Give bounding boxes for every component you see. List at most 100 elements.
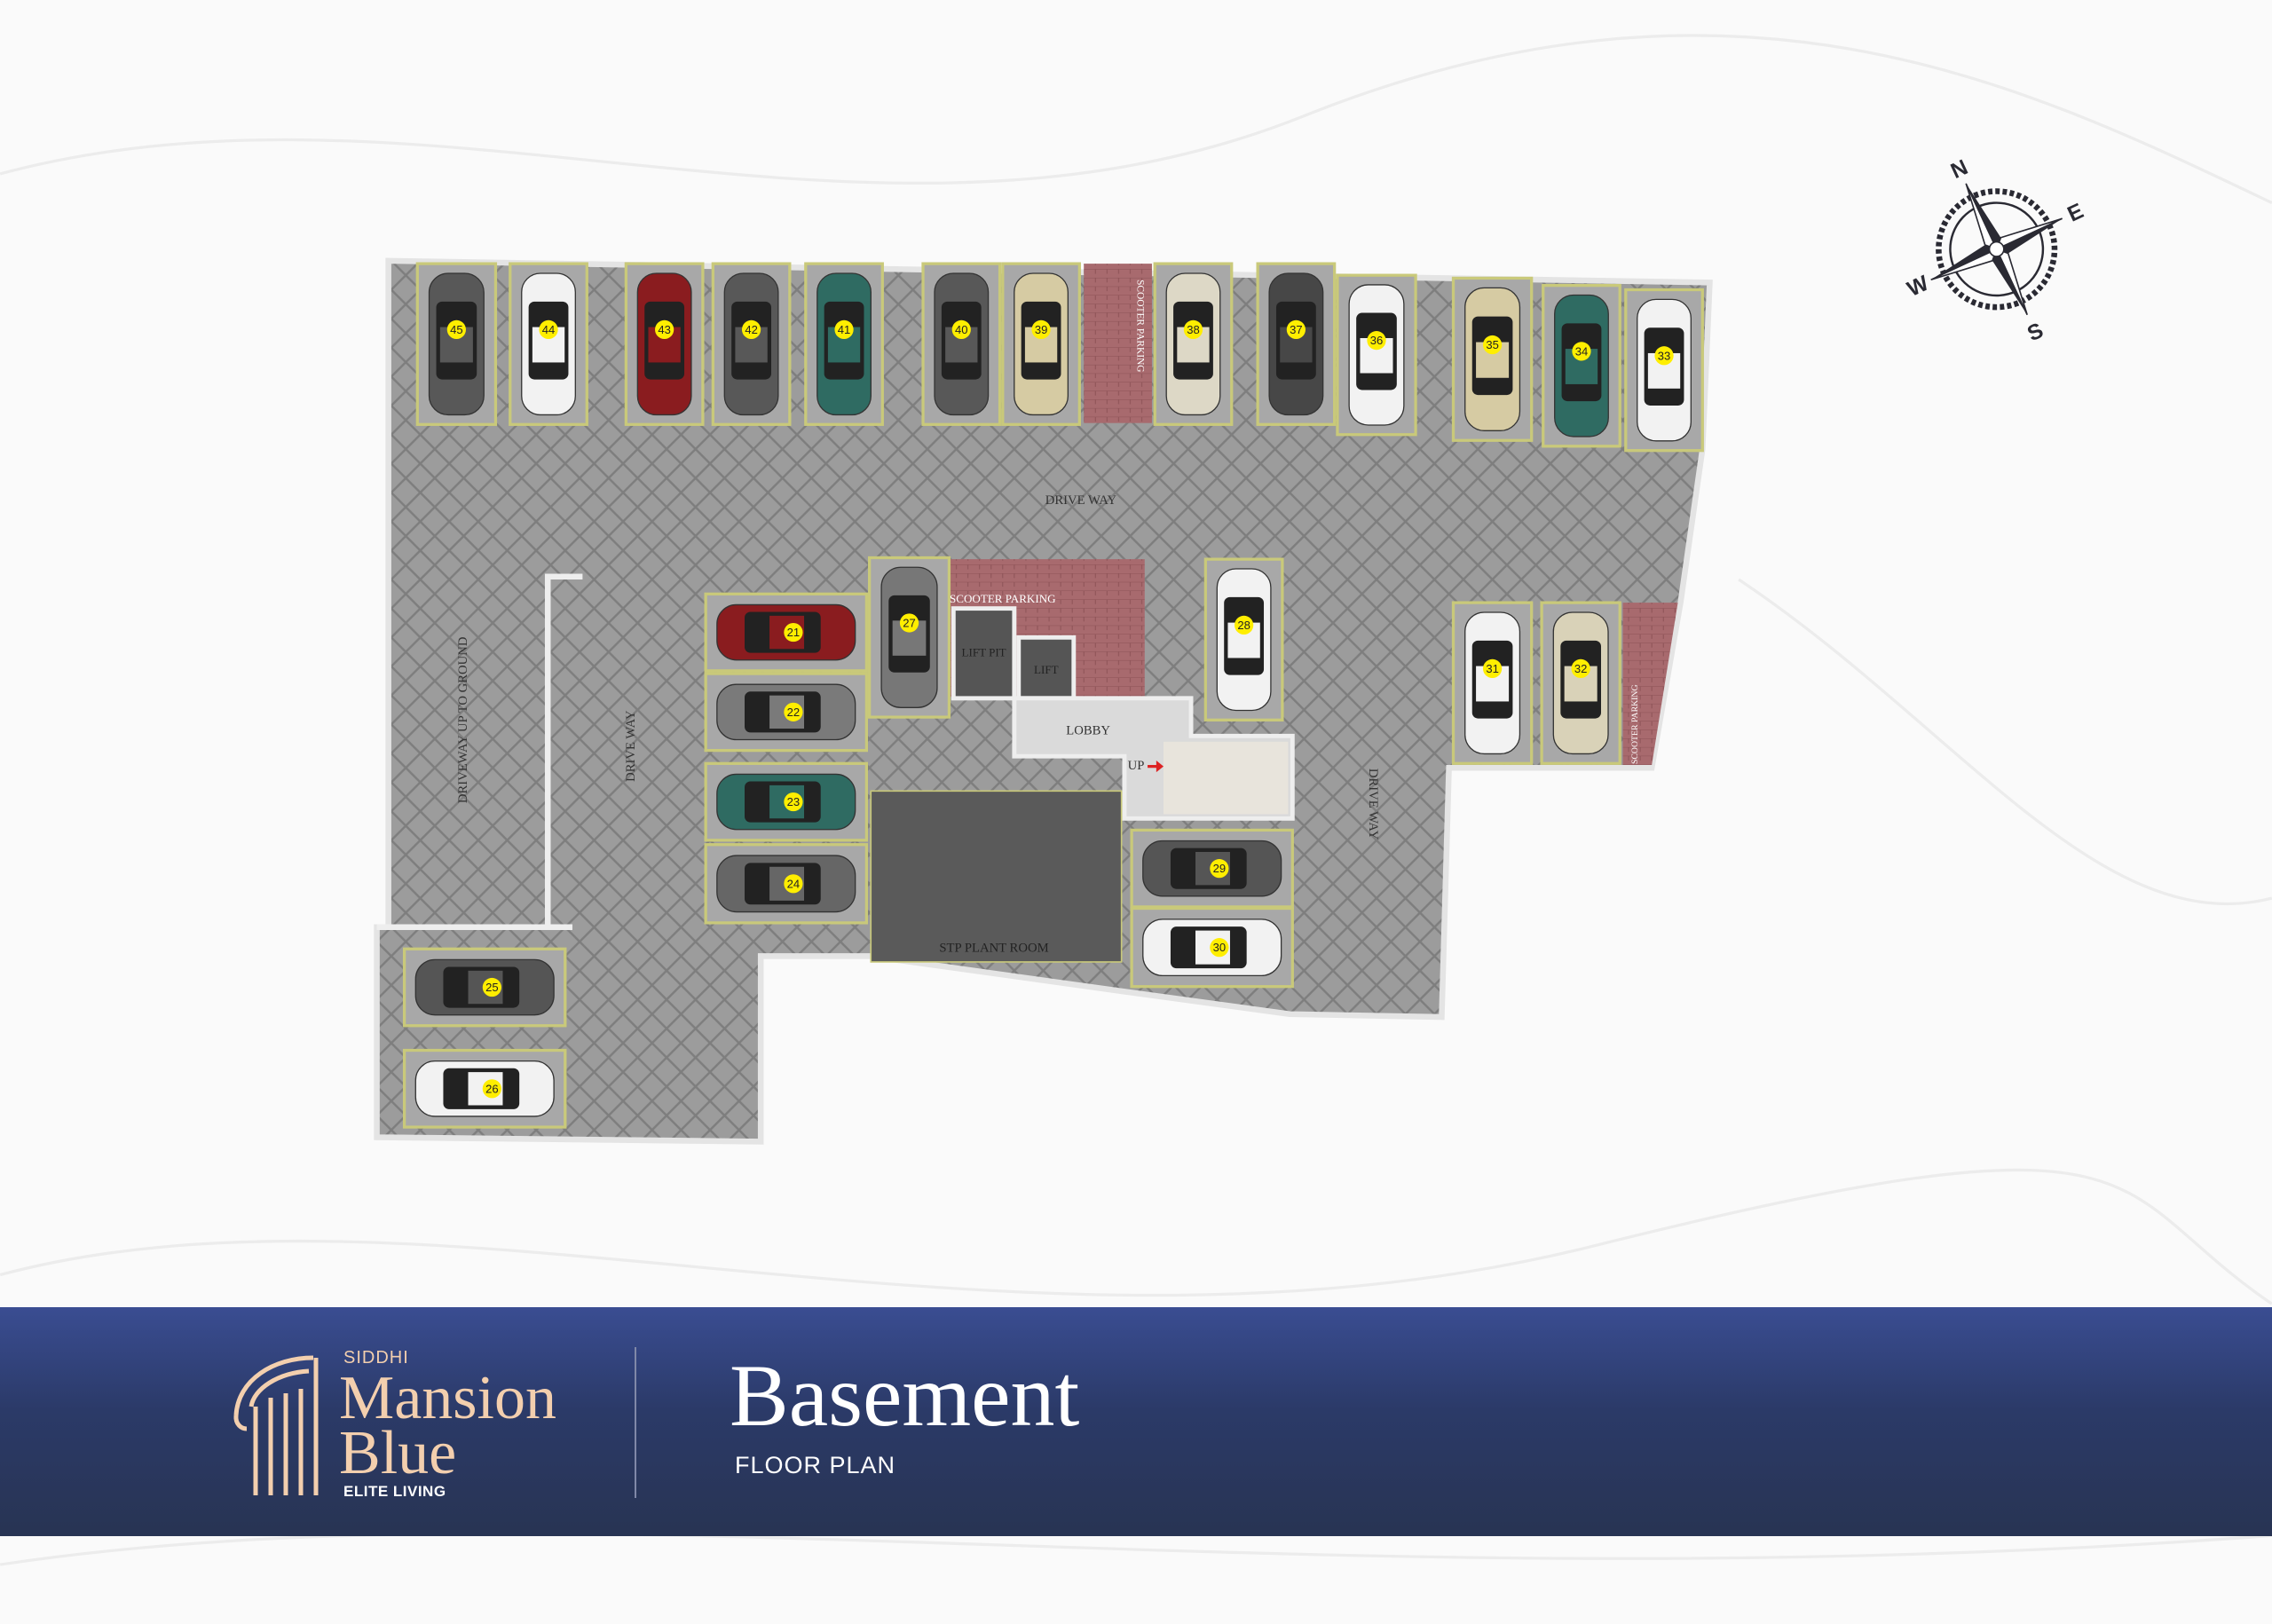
parking-space-33: 33: [1624, 288, 1704, 453]
divider: [635, 1347, 636, 1498]
space-marker: [539, 319, 558, 339]
compass-west: W: [1904, 271, 1933, 302]
compass-south: S: [2024, 319, 2047, 346]
space-marker: [1031, 319, 1051, 339]
parking-space-29: 29: [1130, 828, 1294, 909]
parking-space-23: 23: [704, 761, 868, 842]
space-marker: [1210, 859, 1229, 879]
parking-space-30: 30: [1130, 906, 1294, 989]
scooter-parking-right-label: SCOOTER PARKING: [1630, 684, 1640, 764]
space-marker: [655, 319, 674, 339]
pillar-logo-icon: [233, 1355, 319, 1495]
parking-space-21: 21: [704, 592, 868, 673]
parking-space-43: 43: [624, 262, 705, 426]
space-marker: [1482, 658, 1503, 678]
space-number: 30: [1213, 941, 1227, 954]
parking-space-24: 24: [704, 843, 868, 925]
driveway-left-label: DRIVE WAY: [624, 710, 638, 782]
brand-line2: Blue: [339, 1419, 457, 1487]
space-marker: [1654, 346, 1674, 366]
space-marker: [899, 613, 919, 633]
space-number: 44: [542, 323, 556, 336]
parking-space-38: 38: [1153, 262, 1234, 426]
lobby-label: LOBBY: [1066, 724, 1110, 738]
parking-space-39: 39: [1001, 262, 1081, 426]
space-marker: [784, 874, 803, 894]
space-number: 33: [1658, 349, 1671, 362]
staircase: [1164, 741, 1289, 815]
lift-pit-label: LIFT PIT: [962, 646, 1006, 659]
compass-north: N: [1947, 155, 1971, 184]
page-subtitle: FLOOR PLAN: [735, 1452, 896, 1478]
driveway-label: DRIVE WAY: [1045, 493, 1117, 508]
parking-space-42: 42: [711, 262, 792, 426]
space-number: 43: [658, 323, 671, 336]
space-number: 26: [485, 1082, 499, 1095]
space-number: 39: [1035, 323, 1048, 336]
space-number: 35: [1486, 338, 1499, 351]
scooter-parking-top: [1084, 264, 1152, 423]
parking-space-36: 36: [1336, 273, 1417, 437]
space-marker: [784, 702, 803, 721]
up-arrow-icon: [1148, 761, 1164, 773]
space-marker: [1572, 342, 1591, 361]
background-pattern: [0, 34, 2272, 1566]
ramp-divider: [544, 573, 583, 927]
space-marker: [482, 1079, 501, 1099]
parking-space-44: 44: [509, 262, 588, 426]
space-marker: [482, 977, 501, 997]
parking-spaces: 45 44 43 42 41 40 39 38 37 36 35 34 33 21 22 23 24 27 28 29…: [402, 262, 1704, 1129]
space-marker: [1286, 319, 1306, 339]
space-number: 42: [745, 323, 758, 336]
compass-icon: N E S W: [1904, 155, 2087, 346]
space-marker: [1183, 319, 1203, 339]
space-number: 27: [903, 616, 916, 629]
space-marker: [1367, 331, 1386, 351]
space-number: 41: [838, 323, 851, 336]
parking-space-31: 31: [1451, 601, 1534, 765]
space-number: 32: [1574, 662, 1588, 675]
page-title: Basement: [730, 1346, 1080, 1445]
space-marker: [1482, 335, 1503, 355]
parking-space-35: 35: [1451, 276, 1534, 442]
space-number: 31: [1486, 662, 1499, 675]
space-number: 25: [485, 981, 499, 994]
parking-space-45: 45: [415, 262, 498, 426]
space-marker: [834, 319, 854, 339]
space-number: 21: [787, 626, 801, 639]
space-number: 37: [1290, 323, 1303, 336]
scooter-parking-top-label: SCOOTER PARKING: [1135, 280, 1146, 372]
space-number: 23: [787, 795, 801, 808]
stp-plant-room: [870, 790, 1123, 963]
lift-pit: [951, 606, 1017, 701]
parking-space-34: 34: [1542, 283, 1621, 448]
space-number: 24: [787, 877, 801, 890]
space-number: 36: [1370, 334, 1384, 347]
brand-line1: Mansion: [339, 1364, 556, 1432]
scooter-parking-right: [1622, 603, 1678, 765]
brand-top: SIDDHI: [343, 1348, 409, 1368]
parking-space-22: 22: [704, 672, 868, 753]
space-number: 29: [1213, 862, 1227, 875]
parking-space-25: 25: [402, 947, 567, 1028]
parking-space-28: 28: [1203, 557, 1284, 721]
parking-space-41: 41: [804, 262, 884, 426]
space-number: 22: [787, 706, 801, 719]
space-number: 38: [1187, 323, 1200, 336]
space-marker: [1235, 615, 1254, 635]
compass-east: E: [2064, 199, 2087, 226]
parking-space-27: 27: [867, 556, 951, 719]
space-number: 45: [450, 323, 463, 336]
brand-tagline: ELITE LIVING: [343, 1483, 446, 1500]
footer-banner: SIDDHI Mansion Blue ELITE LIVING Basemen…: [0, 1307, 2272, 1536]
scooter-parking-label: SCOOTER PARKING: [950, 592, 1056, 605]
space-marker: [784, 622, 803, 643]
space-marker: [741, 319, 761, 339]
space-number: 28: [1237, 619, 1250, 632]
space-marker: [1571, 658, 1590, 678]
stp-label: STP PLANT ROOM: [939, 942, 1048, 956]
space-marker: [951, 319, 971, 339]
space-number: 40: [955, 323, 968, 336]
up-label: UP: [1128, 759, 1145, 773]
